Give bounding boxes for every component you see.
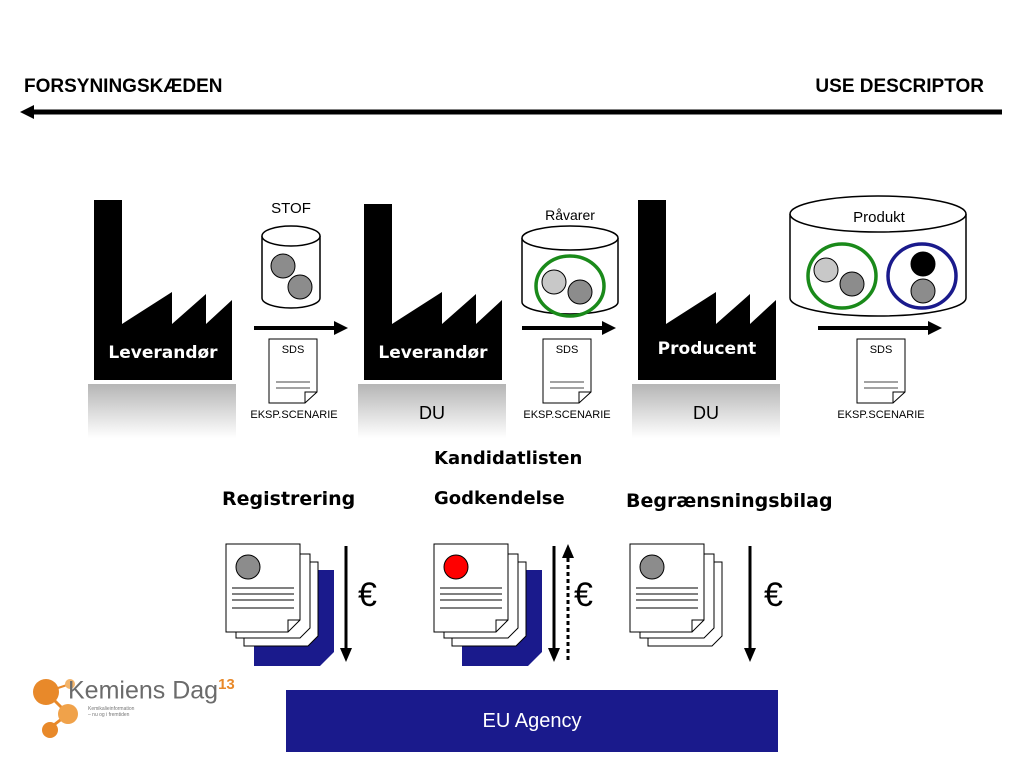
factory-supplier: Leverandør [92,196,234,382]
logo-year: 13 [218,676,235,693]
sds-title: SDS [555,344,579,356]
downstream-user-label: DU [693,403,719,423]
product-label: Produkt [853,209,905,226]
factory-icon [94,200,232,380]
logo-tagline-line: Kemikalieinformation [88,706,135,712]
logo-tagline: Kemikalieinformation – nu og i fremtiden [88,706,134,718]
exposure-scenario-label: EKSP.SCENARIE [837,409,925,421]
payment-arrow-two-way [548,544,574,662]
sds-title: SDS [281,344,305,356]
authorisation-title: Godkendelse [434,488,565,509]
payment-arrow [744,546,756,662]
use-descriptor-heading: USE DESCRIPTOR [815,76,984,97]
document-icon [268,338,318,404]
payment-arrow [340,546,352,662]
factory-producer: Producent [636,196,778,382]
euro-symbol: € [574,576,593,614]
sds-document: SDS [268,338,318,404]
direction-arrow [20,105,1002,119]
downstream-user-label: DU [419,403,445,423]
exposure-scenario-label: EKSP.SCENARIE [250,409,338,421]
euro-symbol: € [358,576,377,614]
flow-arrow [522,321,616,335]
flow-arrow [818,321,942,335]
sds-document: SDS [542,338,592,404]
flow-arrow [254,321,348,335]
eu-agency-bar: EU Agency [286,690,778,752]
factory-label: Leverandør [378,343,488,363]
sds-title: SDS [869,344,893,356]
eu-agency-label: EU Agency [482,709,582,732]
raw-materials-container [521,225,619,318]
exposure-scenario-label: EKSP.SCENARIE [523,409,611,421]
restriction-document-stack [629,543,723,647]
sds-document: SDS [856,338,906,404]
restriction-title: Begrænsningsbilag [626,490,833,512]
raw-materials-label: Råvarer [545,207,595,223]
logo-wordmark: Kemiens Dag13 [68,676,235,705]
factory-icon [364,204,502,380]
document-icon [856,338,906,404]
authorisation-document-stack [433,543,542,666]
product-container [789,195,967,317]
candidate-list-title: Kandidatlisten [434,448,583,469]
substance-label: STOF [271,200,311,217]
substance-container [261,225,321,309]
registration-title: Registrering [222,488,356,510]
factory-reflection [632,384,780,438]
factory-icon [638,200,776,380]
document-icon [542,338,592,404]
factory-label: Leverandør [108,343,218,363]
logo-name: Kemiens Dag [68,676,219,705]
supply-chain-heading: FORSYNINGSKÆDEN [24,76,223,97]
logo-tagline-line: – nu og i fremtiden [88,712,130,718]
registration-document-stack [225,543,334,666]
factory-reflection [88,384,236,438]
factory-label: Producent [657,339,757,359]
euro-symbol: € [764,576,783,614]
factory-reflection [358,384,506,438]
molecule-logo-icon [33,679,78,738]
factory-downstream-supplier: Leverandør [362,196,504,382]
